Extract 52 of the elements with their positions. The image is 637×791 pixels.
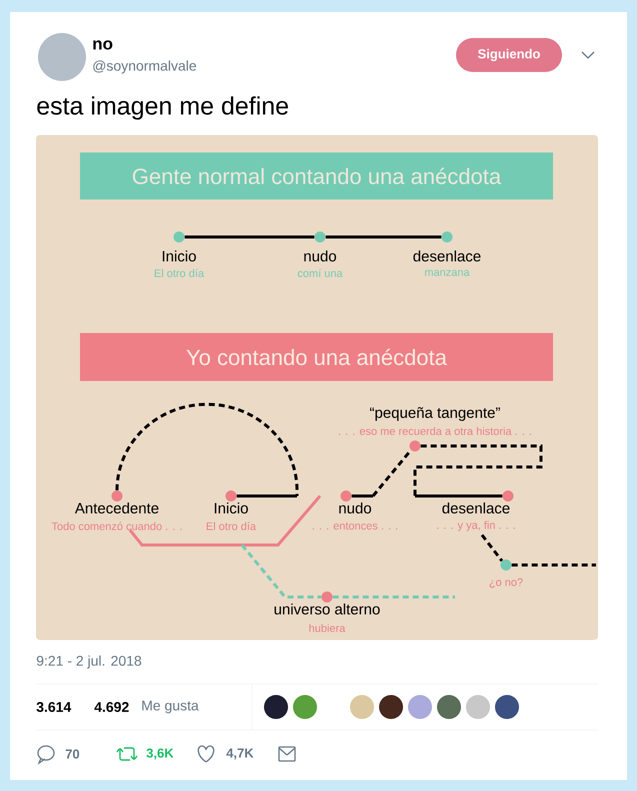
dot	[410, 440, 420, 452]
node-caption: comí una	[298, 268, 343, 278]
node-label: Inicio	[162, 250, 196, 262]
dot	[340, 490, 352, 502]
connector	[184, 236, 314, 238]
node-label: Inicio	[214, 502, 248, 514]
dot	[322, 592, 332, 602]
connector	[352, 449, 412, 498]
dot	[314, 232, 326, 242]
retweet-count: 3,6K	[146, 748, 174, 760]
like-count: 4,7K	[226, 748, 254, 760]
node-label: nudo	[304, 250, 336, 262]
dot	[174, 232, 184, 242]
connector	[414, 444, 542, 498]
connector	[128, 495, 322, 546]
node-label: Antecedente	[74, 502, 158, 514]
connector	[240, 544, 322, 598]
node-caption: El otro día	[154, 268, 204, 278]
node-label: desenlace	[442, 502, 510, 514]
node-caption: . . . eso me recuerda a otra historia . . .	[339, 426, 531, 436]
node-label: “pequeña tangente”	[370, 407, 500, 421]
tweet-text: esta imagen me define	[37, 96, 288, 120]
dot	[226, 490, 236, 502]
node-caption: ¿o no?	[490, 578, 523, 588]
stat-label: Me gusta	[142, 700, 199, 714]
node-caption: . . . y ya, fin . . .	[437, 520, 515, 532]
like-count: 4.692	[94, 702, 129, 712]
follow-button: Siguiendo	[456, 38, 562, 72]
connector	[332, 596, 455, 598]
dot	[442, 232, 452, 242]
connector	[116, 402, 298, 498]
connector	[326, 236, 442, 238]
reply-count: 70	[66, 749, 80, 759]
timestamp: 9:21 - 2 jul. 2018	[36, 655, 142, 669]
connector	[512, 564, 596, 566]
node-label: desenlace	[413, 250, 480, 262]
user-name: no	[93, 40, 112, 50]
node-label: universo alterno	[274, 604, 380, 614]
node-label: nudo	[339, 502, 372, 514]
node-caption: hubiera	[309, 624, 346, 632]
dot	[500, 560, 512, 570]
node-caption: manzana	[425, 270, 470, 276]
title-banner: Gente normal contando una anécdota	[80, 152, 553, 200]
user-handle: @soynormalvale	[93, 60, 196, 74]
title-banner: Yo contando una anécdota	[80, 333, 553, 381]
node-caption: Todo comenzó cuando . . .	[52, 522, 182, 530]
node-caption: El otro día	[206, 522, 256, 530]
dot	[502, 490, 514, 502]
dot	[112, 490, 122, 502]
node-caption: . . . entonces . . .	[312, 522, 398, 530]
connector	[480, 534, 504, 562]
retweet-count: 3.614	[36, 702, 72, 712]
